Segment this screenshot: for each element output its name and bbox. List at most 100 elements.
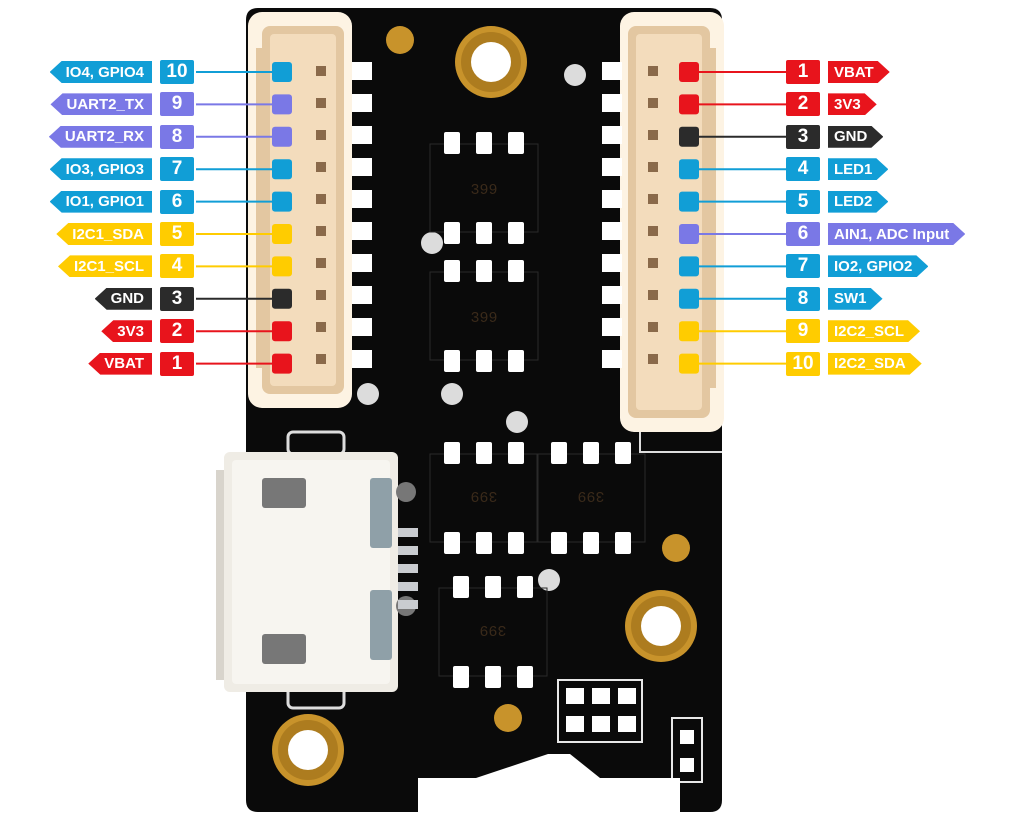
pin-function-label: IO3, GPIO3 (49, 158, 152, 181)
right-pin-row: 2 3V3 (786, 92, 1006, 117)
chip-1: 399 (429, 132, 539, 244)
right-pin-dot (679, 224, 699, 244)
left-pin-dot (272, 321, 292, 342)
left-solder-tab (352, 94, 372, 112)
left-solder-tab (352, 126, 372, 144)
left-contact (316, 290, 326, 300)
right-pin-dot (679, 191, 699, 212)
left-solder-tab (352, 158, 372, 176)
pin-function-label: LED1 (828, 158, 888, 180)
right-contact (648, 130, 658, 140)
chip-2: 399 (429, 260, 539, 372)
pin-number: 8 (160, 124, 194, 149)
pin-number: 9 (786, 319, 820, 344)
left-pin-row: 5 I2C1_SDA (10, 222, 196, 246)
right-contact (648, 194, 658, 204)
right-contact (648, 322, 658, 332)
right-contact (648, 290, 658, 300)
right-pin-dot (679, 288, 699, 309)
pin-function-label: GND (828, 126, 883, 148)
right-contact (648, 354, 658, 364)
pin-function-label: SW1 (828, 288, 883, 310)
pin-number: 5 (786, 189, 820, 214)
right-pin-row: 3 GND (786, 124, 1006, 149)
pin-function-label: UART2_RX (48, 125, 152, 148)
right-contact (648, 162, 658, 172)
pin-number: 10 (160, 60, 194, 84)
right-pin-dot (679, 62, 699, 82)
chip-marking: 399 (479, 621, 506, 638)
right-contact (648, 66, 658, 76)
left-contact (316, 322, 326, 332)
chip-4: 399 (536, 442, 646, 554)
pin-number: 4 (160, 254, 194, 279)
left-pin-dot (272, 126, 292, 147)
pin-function-label: VBAT (828, 61, 890, 83)
right-contact (648, 226, 658, 236)
left-contact (316, 98, 326, 108)
pin-number: 7 (786, 254, 820, 279)
pin-number: 4 (786, 157, 820, 182)
pin-function-label: AIN1, ADC Input (828, 223, 965, 245)
right-pin-dot (679, 321, 699, 342)
right-pin-dot (679, 159, 699, 180)
right-solder-tabs (602, 62, 658, 368)
right-connector (620, 12, 724, 432)
left-pin-row: 2 3V3 (10, 319, 196, 344)
pin-function-label: GND (94, 287, 152, 310)
pin-number: 9 (160, 92, 194, 117)
right-solder-tab (602, 158, 622, 176)
pin-number: 5 (160, 222, 194, 246)
right-solder-tab (602, 126, 622, 144)
left-solder-tab (352, 318, 372, 336)
pin-function-label: I2C2_SDA (828, 353, 922, 375)
pin-number: 1 (160, 351, 194, 376)
pin-number: 2 (786, 92, 820, 117)
left-pin-dot (272, 159, 292, 180)
connector-pin-dots (272, 62, 699, 374)
left-contact (316, 258, 326, 268)
right-pin-dot (679, 353, 699, 374)
right-solder-tab (602, 94, 622, 112)
chip-3: 399 (429, 442, 539, 554)
left-pin-row: 8 UART2_RX (10, 124, 196, 149)
right-pin-dot (679, 256, 699, 277)
left-contact (316, 130, 326, 140)
pin-function-label: I2C1_SDA (56, 223, 152, 245)
left-pin-dot (272, 256, 292, 277)
left-solder-tab (352, 222, 372, 240)
chip-marking: 399 (470, 182, 497, 199)
left-pin-row: 3 GND (10, 286, 196, 311)
pin-number: 7 (160, 157, 194, 182)
pin-function-label: 3V3 (101, 320, 152, 343)
mounting-hole-top (455, 26, 527, 98)
left-pin-row: 7 IO3, GPIO3 (10, 157, 196, 182)
right-solder-tab (602, 190, 622, 208)
pin-number: 3 (786, 124, 820, 149)
right-contact (648, 258, 658, 268)
chip-5: 399 (438, 576, 548, 688)
pin-number: 2 (160, 319, 194, 344)
right-pin-dot (679, 126, 699, 147)
chip-marking: 399 (577, 487, 604, 504)
pin-number: 10 (786, 351, 820, 376)
pin-number: 6 (160, 189, 194, 214)
pin-number: 3 (160, 286, 194, 311)
right-solder-tab (602, 62, 622, 80)
pin-function-label: 3V3 (828, 93, 877, 115)
mounting-hole-bottom (272, 714, 344, 786)
left-contact (316, 162, 326, 172)
right-solder-tab (602, 254, 622, 272)
